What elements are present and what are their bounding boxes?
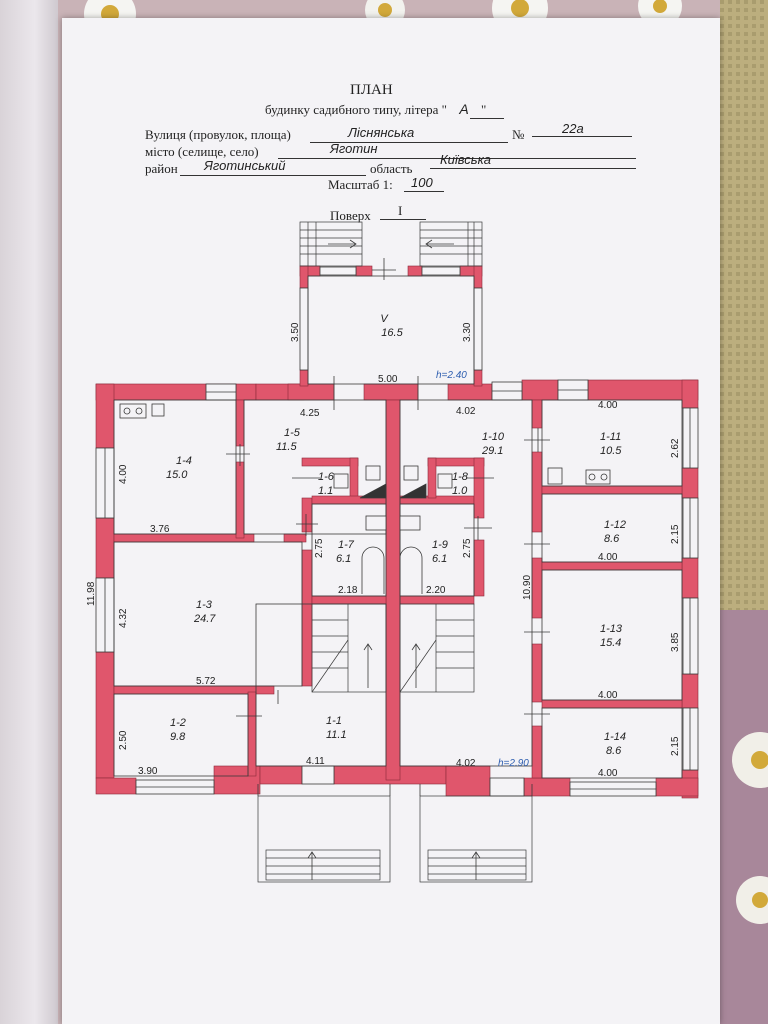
room-v-id: V <box>380 313 389 325</box>
room-1-12-area: 8.6 <box>604 533 620 545</box>
number-underline <box>532 136 632 137</box>
room-v-area: 16.5 <box>381 327 403 339</box>
dim-r14-width: 4.00 <box>598 768 618 779</box>
room-1-4-id: 1-4 <box>176 455 192 467</box>
dim-r4-width: 3.76 <box>150 524 170 535</box>
dim-veranda-right: 3.30 <box>462 322 473 342</box>
dim-r2-width: 3.90 <box>138 766 158 777</box>
floor-label: Поверх <box>330 208 371 223</box>
litera-value: А <box>459 101 469 117</box>
scale-value: 100 <box>411 175 433 190</box>
dim-r3-height: 4.32 <box>118 608 129 628</box>
fixtures <box>119 403 611 594</box>
dim-r13-width: 4.00 <box>598 690 618 701</box>
dim-veranda-left: 3.50 <box>290 322 301 342</box>
room-1-7-id: 1-7 <box>338 539 355 551</box>
room-1-2-area: 9.8 <box>170 731 186 743</box>
district-label: район <box>145 161 178 176</box>
stairs <box>257 221 533 883</box>
dimension-labels: 3.50 3.30 5.00 h=2.40 4.25 4.02 4.00 2.6… <box>86 322 681 779</box>
subtitle-prefix: будинку садибного типу, літера " <box>265 102 447 117</box>
number-value: 22а <box>562 121 584 136</box>
litera-underline <box>470 118 504 119</box>
room-1-13-area: 15.4 <box>600 637 621 649</box>
dim-r9-width: 2.20 <box>426 585 446 596</box>
number-label: № <box>512 127 525 142</box>
scale-underline <box>404 191 444 192</box>
height-top: h=2.40 <box>436 370 467 381</box>
dim-r14-height: 2.15 <box>670 736 681 756</box>
room-1-11-id: 1-11 <box>600 431 621 443</box>
dim-r11-height: 2.62 <box>670 438 681 458</box>
dim-total-height: 11.98 <box>86 581 97 606</box>
door-marks <box>226 258 550 796</box>
dim-r12-width: 4.00 <box>598 552 618 563</box>
dim-r7-width: 2.18 <box>338 585 358 596</box>
exterior-walls <box>95 265 699 799</box>
windows <box>95 266 699 797</box>
street-value: Ліснянська <box>348 125 415 140</box>
dim-r7-height: 2.75 <box>314 538 325 558</box>
city-underline <box>278 158 636 159</box>
dim-r12-height: 2.15 <box>670 524 681 544</box>
scale-label: Масштаб 1: <box>328 177 393 192</box>
room-1-3-id: 1-3 <box>196 599 213 611</box>
dim-r11-width: 4.00 <box>598 400 618 411</box>
street-underline <box>310 142 508 143</box>
room-1-6-area: 1.1 <box>318 485 333 497</box>
room-1-6-id: 1-6 <box>318 471 335 483</box>
floor-underline <box>380 219 426 220</box>
room-1-10-id: 1-10 <box>482 431 505 443</box>
room-1-13-id: 1-13 <box>600 623 623 635</box>
subtitle-suffix: " <box>480 102 487 117</box>
room-1-5-area: 11.5 <box>276 441 297 453</box>
room-1-14-id: 1-14 <box>604 731 626 743</box>
dim-r2-height: 2.50 <box>118 730 129 750</box>
left-page-edge <box>0 0 58 1024</box>
room-1-4-area: 15.0 <box>166 469 188 481</box>
room-1-12-id: 1-12 <box>604 519 626 531</box>
subtitle: будинку садибного типу, літера " А " <box>265 101 486 118</box>
stair-arrows <box>307 239 481 880</box>
room-1-5-id: 1-5 <box>284 427 301 439</box>
room-1-14-area: 8.6 <box>606 745 622 757</box>
dim-r9-height: 2.75 <box>462 538 473 558</box>
room-1-1-id: 1-1 <box>326 715 342 727</box>
dim-r10-height: 10.90 <box>522 575 533 600</box>
dim-veranda-width: 5.00 <box>378 374 398 385</box>
city-label: місто (селище, село) <box>145 144 259 159</box>
dim-r10-width: 4.02 <box>456 406 476 417</box>
dim-bottom-mid: 4.02 <box>456 758 476 769</box>
region-value: Київська <box>440 152 491 167</box>
floor-value: I <box>398 203 403 218</box>
street-label: Вулиця (провулок, площа) <box>145 127 291 142</box>
dim-r13-height: 3.85 <box>670 632 681 652</box>
dim-r3-width: 5.72 <box>196 676 216 687</box>
page-title: ПЛАН <box>350 82 393 98</box>
room-1-11-area: 10.5 <box>600 445 622 457</box>
dim-r1-width: 4.11 <box>306 756 325 767</box>
region-underline <box>430 168 636 169</box>
room-1-8-area: 1.0 <box>452 485 468 497</box>
district-value: Яготинський <box>204 158 286 173</box>
dim-r4-height: 4.00 <box>118 464 129 484</box>
dim-r5-width: 4.25 <box>300 408 320 419</box>
room-1-10-area: 29.1 <box>481 445 503 457</box>
room-1-9-area: 6.1 <box>432 553 447 565</box>
room-labels: V 16.5 1-4 15.0 1-5 11.5 1-6 1.1 1-8 1.0… <box>166 313 626 757</box>
room-1-7-area: 6.1 <box>336 553 351 565</box>
region-label: область <box>370 161 413 176</box>
room-1-1-area: 11.1 <box>326 729 347 741</box>
height-bottom: h=2.90 <box>498 758 529 769</box>
room-1-3-area: 24.7 <box>193 613 216 625</box>
room-1-8-id: 1-8 <box>452 471 469 483</box>
city-value: Яготин <box>330 141 378 156</box>
district-underline <box>180 175 366 176</box>
room-1-9-id: 1-9 <box>432 539 448 551</box>
room-1-2-id: 1-2 <box>170 717 186 729</box>
